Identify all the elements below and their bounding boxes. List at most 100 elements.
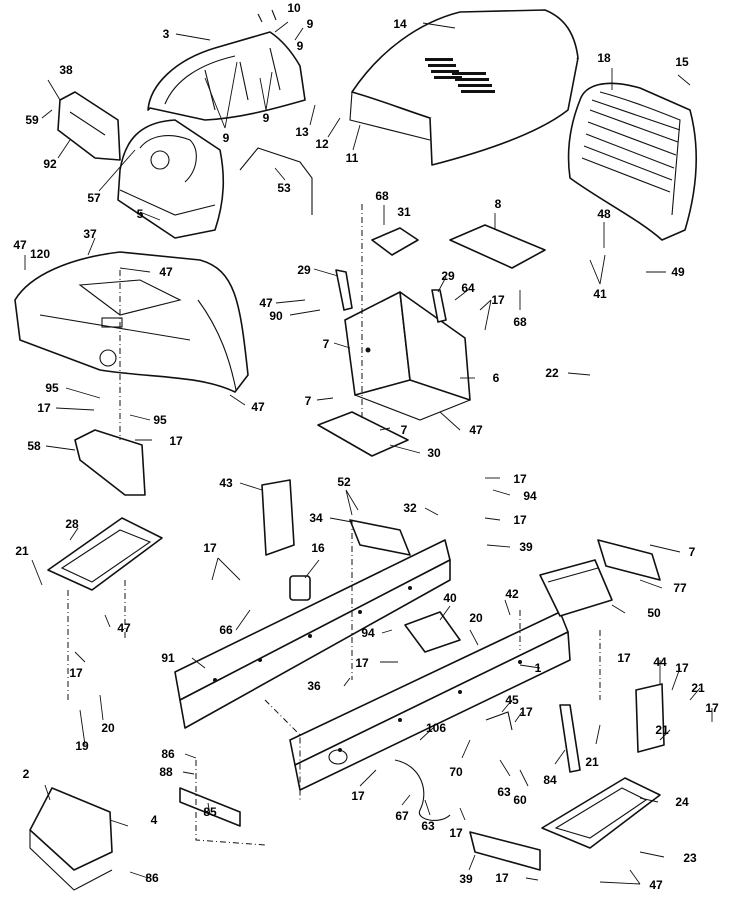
part-29b-bracket [431, 289, 447, 323]
callout-21d: 21 [585, 755, 599, 769]
callout-43: 43 [219, 476, 233, 490]
part-39-bracket [469, 831, 541, 871]
callout-9b: 9 [297, 39, 304, 53]
part-28-footrest [47, 517, 163, 591]
callout-17b: 17 [37, 401, 51, 415]
part-53-rod [239, 147, 313, 215]
callout-30: 30 [427, 446, 441, 460]
part-1-frame-rail [289, 611, 571, 791]
callout-42: 42 [505, 587, 519, 601]
callout-7d: 7 [689, 545, 696, 559]
callout-94b: 94 [361, 626, 375, 640]
callout-21b: 21 [691, 681, 705, 695]
callout-52: 52 [337, 475, 351, 489]
part-91-frame-rail [174, 539, 451, 729]
callout-36: 36 [307, 679, 321, 693]
callout-9d: 9 [263, 111, 270, 125]
part-29a-bracket [335, 269, 353, 311]
callout-95b: 95 [153, 413, 167, 427]
callout-17l: 17 [705, 701, 719, 715]
callout-3: 3 [163, 27, 170, 41]
callout-50: 50 [647, 606, 661, 620]
callout-17a: 17 [491, 293, 505, 307]
callout-47a: 47 [13, 238, 27, 252]
callout-23: 23 [683, 851, 697, 865]
callout-2: 2 [23, 767, 30, 781]
callout-17j: 17 [69, 666, 83, 680]
callout-17h: 17 [355, 656, 369, 670]
part-43-plate [261, 479, 295, 556]
callout-20a: 20 [469, 611, 483, 625]
part-45-clip [485, 711, 513, 731]
callout-68b: 68 [513, 315, 527, 329]
part-5-dash-panel [117, 119, 225, 239]
callout-70: 70 [449, 765, 463, 779]
leader-lines [24, 21, 713, 885]
part-40-bracket [404, 611, 461, 653]
callout-12: 12 [315, 137, 329, 151]
part-31-plate [371, 227, 419, 256]
part-50-rear-bracket [539, 559, 613, 617]
callout-47e: 47 [469, 423, 483, 437]
callout-95a: 95 [45, 381, 59, 395]
callout-47b: 47 [159, 265, 173, 279]
callout-84: 84 [543, 773, 557, 787]
callout-19: 19 [75, 739, 89, 753]
callout-17n: 17 [449, 826, 463, 840]
callout-85: 85 [203, 805, 217, 819]
part-85-bar [179, 787, 241, 827]
part-16-gasket [289, 575, 311, 601]
callout-49: 49 [671, 265, 685, 279]
part-8-plate [449, 224, 546, 269]
callout-47d: 47 [251, 400, 265, 414]
part-58-bracket [74, 429, 146, 496]
callout-8: 8 [495, 197, 502, 211]
callout-29a: 29 [297, 263, 311, 277]
callout-14: 14 [393, 17, 407, 31]
callout-32: 32 [403, 501, 417, 515]
part-30-floor-plate [317, 411, 409, 457]
callout-21a: 21 [15, 544, 29, 558]
callout-47g: 47 [649, 878, 663, 892]
callout-4: 4 [151, 813, 158, 827]
callout-48: 48 [597, 207, 611, 221]
callout-15: 15 [675, 55, 689, 69]
callout-28: 28 [65, 517, 79, 531]
part-18-grille [567, 82, 697, 241]
callout-53: 53 [277, 181, 291, 195]
callout-38: 38 [59, 63, 73, 77]
callout-60: 60 [513, 793, 527, 807]
callout-1: 1 [535, 661, 542, 675]
callout-18: 18 [597, 51, 611, 65]
part-24-footrest [541, 777, 661, 849]
callout-24: 24 [675, 795, 689, 809]
part-77-plate [597, 539, 661, 581]
callout-39b: 39 [459, 872, 473, 886]
callout-90: 90 [269, 309, 283, 323]
callout-63b: 63 [421, 819, 435, 833]
callout-45: 45 [505, 693, 519, 707]
callout-7a: 7 [323, 337, 330, 351]
callout-40: 40 [443, 591, 457, 605]
callout-10a: 10 [287, 1, 301, 15]
part-44-side-bracket [635, 683, 665, 753]
callout-5: 5 [137, 207, 144, 221]
part-38-plate [57, 91, 121, 161]
centerline-dashed [264, 699, 301, 800]
callout-92: 92 [43, 157, 57, 171]
callout-88: 88 [159, 765, 173, 779]
callout-17c: 17 [169, 434, 183, 448]
part-37-body [14, 251, 249, 393]
callout-17e: 17 [513, 513, 527, 527]
callout-94a: 94 [523, 489, 537, 503]
callout-7c: 7 [401, 423, 408, 437]
callout-37: 37 [83, 227, 97, 241]
callout-17f: 17 [203, 541, 217, 555]
callout-17g: 17 [617, 651, 631, 665]
callout-59: 59 [25, 113, 39, 127]
callout-91: 91 [161, 651, 175, 665]
callout-31: 31 [397, 205, 411, 219]
callout-44: 44 [653, 655, 667, 669]
